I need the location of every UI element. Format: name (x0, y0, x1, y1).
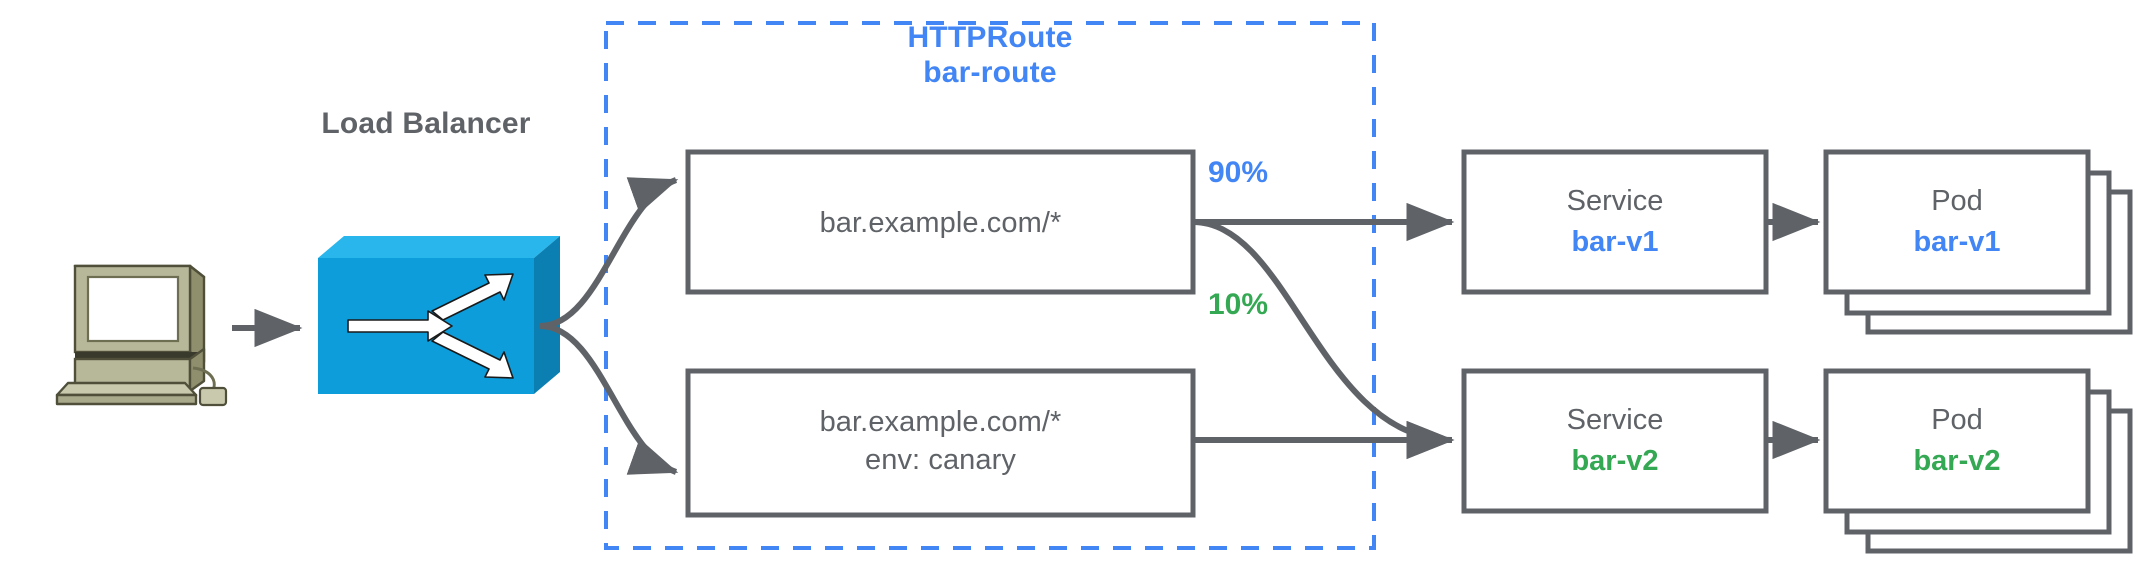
arrow-lb-to-rule-1 (539, 177, 679, 329)
httproute-name-label: bar-route (923, 56, 1057, 89)
arrow-lb-to-rule-2 (539, 323, 679, 475)
service-1-kind-label: Service (1566, 185, 1664, 217)
network-switch-icon (318, 236, 560, 394)
pod-stack-bar-v1[interactable] (1823, 149, 2133, 335)
pod-1-kind-label: Pod (1931, 185, 1983, 217)
pod-1-name-label: bar-v1 (1913, 226, 2001, 258)
rule-box-2[interactable] (685, 368, 1196, 518)
pod-box-bar-v2 (1823, 368, 2091, 514)
arrow-rule1-to-service2-10 (1192, 219, 1455, 460)
service-box-bar-v2[interactable] (1461, 368, 1769, 514)
rule-2-line-1: bar.example.com/* (819, 406, 1062, 438)
weight-label-10: 10% (1208, 288, 1269, 321)
rule-1-line-1: bar.example.com/* (819, 207, 1062, 239)
load-balancer-label: Load Balancer (321, 107, 531, 140)
pod-2-name-label: bar-v2 (1913, 445, 2001, 477)
rule-box-1[interactable] (685, 149, 1196, 295)
service-2-name-label: bar-v2 (1571, 445, 1659, 477)
pod-2-kind-label: Pod (1931, 404, 1983, 436)
service-2-kind-label: Service (1566, 404, 1664, 436)
pod-stack-bar-v2[interactable] (1823, 368, 2133, 554)
httproute-kind-label: HTTPRoute (907, 21, 1073, 54)
rule-2-line-2: env: canary (864, 444, 1016, 476)
weight-label-90: 90% (1208, 156, 1269, 189)
service-box-bar-v1[interactable] (1461, 149, 1769, 295)
desktop-computer-icon (55, 264, 228, 407)
httproute-boundary (604, 21, 1376, 550)
service-1-name-label: bar-v1 (1571, 226, 1659, 258)
pod-box-bar-v1 (1823, 149, 2091, 295)
